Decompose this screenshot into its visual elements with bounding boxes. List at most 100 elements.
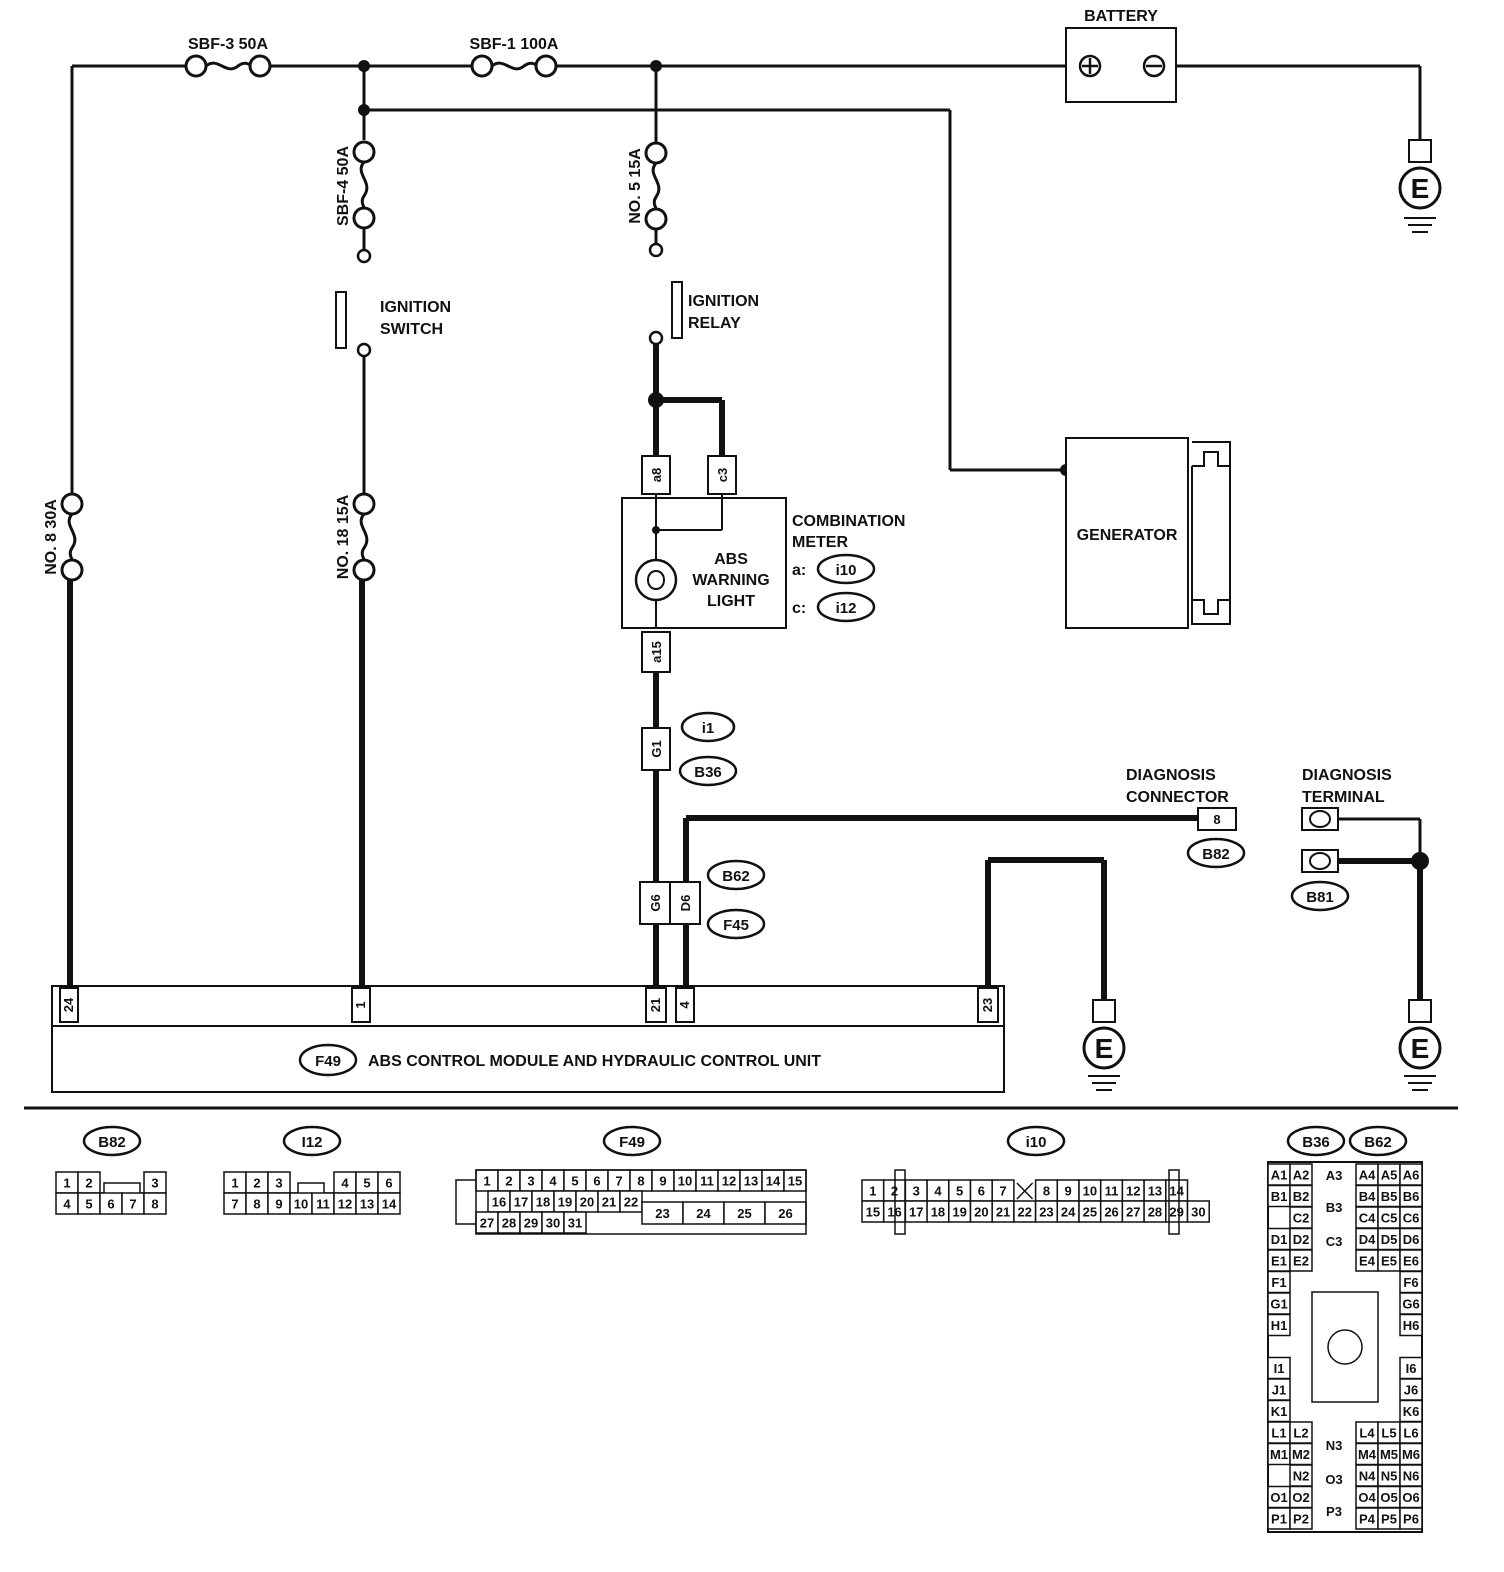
i10-pin-21-label: 21: [996, 1205, 1010, 1220]
b36-pin-e2-label: E2: [1293, 1254, 1309, 1269]
ground-battery: E: [1398, 139, 1442, 233]
ignition-relay-label-1: IGNITION: [688, 293, 759, 310]
connector-outline: [475, 1169, 807, 1235]
module-pin-1: 1: [353, 1001, 368, 1008]
fuse-sbf3-label: SBF-3 50A: [188, 36, 268, 53]
battery-label: BATTERY: [1084, 8, 1158, 25]
b36-pin-l1-label: L1: [1271, 1426, 1286, 1441]
harness-connector-g6-d6: G6 D6 B62 F45: [639, 859, 766, 940]
svg-text:a15: a15: [649, 641, 664, 663]
b36-pin-j6-label: J6: [1404, 1383, 1418, 1398]
b36-pin-b4-label: B4: [1359, 1189, 1376, 1204]
b36-pin-o6-label: O6: [1402, 1490, 1419, 1505]
connector-tag-i1: [680, 711, 736, 743]
b36-pin-g1-label: G1: [1270, 1297, 1287, 1312]
i10-pin-29-label: 29: [1169, 1205, 1183, 1220]
svg-text:B62: B62: [1364, 1134, 1392, 1151]
connector-tag-b81: [1290, 880, 1350, 912]
ignition-switch-label-1: IGNITION: [380, 299, 451, 316]
diagnosis-terminal: DIAGNOSIS TERMINAL B81: [1290, 767, 1420, 912]
ignition-switch: IGNITION SWITCH: [335, 291, 451, 358]
b36-pin-c4-label: C4: [1359, 1211, 1376, 1226]
b36-pin-b6-label: B6: [1403, 1189, 1420, 1204]
fuse-no5-label: NO. 5 15A: [627, 148, 644, 224]
fuse-sbf1-label: SBF-1 100A: [470, 36, 559, 53]
junction-dot: [358, 60, 370, 72]
b36-pin-c2-label: C2: [1293, 1211, 1310, 1226]
b36-pin-p6-label: P6: [1403, 1512, 1419, 1527]
b36-pin-o1-label: O1: [1270, 1490, 1287, 1505]
fuse-sbf4-label: SBF-4 50A: [335, 146, 352, 226]
combination-meter: a8 c3 ABS WARNING LIGHT COMBINATION METE…: [621, 455, 905, 673]
i12-pin-2-label: 2: [253, 1176, 260, 1191]
b36-pin-a5-label: A5: [1381, 1168, 1398, 1183]
f49-pin-3-label: 3: [527, 1174, 534, 1189]
f49-pin-29-label: 29: [524, 1216, 538, 1231]
abs-control-module: 24 1 21 4 23 F49 ABS CONTROL MODULE AND …: [51, 985, 1005, 1093]
b36-pin-c3-label: C3: [1326, 1234, 1343, 1249]
i12-pin-14-label: 14: [382, 1197, 397, 1212]
svg-text:i1: i1: [702, 720, 715, 737]
b36-pin-f6-label: F6: [1403, 1275, 1418, 1290]
b36-pin-e5-label: E5: [1381, 1254, 1397, 1269]
i12-pin-13-label: 13: [360, 1197, 374, 1212]
fuse-no18-label: NO. 18 15A: [335, 494, 352, 579]
b36-pin-p4-label: P4: [1359, 1512, 1376, 1527]
b82-pin-6-label: 6: [107, 1197, 114, 1212]
b36-pin-l6-label: L6: [1403, 1426, 1418, 1441]
svg-text:B82: B82: [98, 1134, 126, 1151]
f49-pin-20-label: 20: [580, 1195, 594, 1210]
b36-pin-k1-label: K1: [1271, 1404, 1288, 1419]
b36-pin-m2-label: M2: [1292, 1447, 1310, 1462]
ground-module: E: [1082, 999, 1126, 1091]
connector-pin-a15: [641, 631, 671, 673]
svg-text:D6: D6: [678, 895, 693, 912]
fuse-sbf1: SBF-1 100A: [470, 36, 559, 78]
b82-pin-1-label: 1: [63, 1176, 70, 1191]
svg-text:G6: G6: [648, 894, 663, 911]
b36-pin-o2-label: O2: [1292, 1490, 1309, 1505]
connector-key-notch: [290, 1182, 334, 1194]
f49-pin-2-label: 2: [505, 1174, 512, 1189]
i10-pin-23-label: 23: [1039, 1205, 1053, 1220]
svg-text:a8: a8: [649, 468, 664, 482]
b36-pin-i6-label: I6: [1406, 1361, 1417, 1376]
f49-pin-22-label: 22: [624, 1195, 638, 1210]
i10-pin-28-label: 28: [1148, 1205, 1162, 1220]
i12-pin-3-label: 3: [275, 1176, 282, 1191]
i10-pin-1-label: 1: [869, 1184, 876, 1199]
b36-pin-b1-label: B1: [1271, 1189, 1288, 1204]
diagnosis-terminal-label-2: TERMINAL: [1302, 789, 1385, 806]
f49-pin-19-label: 19: [558, 1195, 572, 1210]
f49-pin-28-label: 28: [502, 1216, 516, 1231]
b36-pin-o4-label: O4: [1358, 1490, 1376, 1505]
b36-pin-h1-label: H1: [1271, 1318, 1288, 1333]
i10-pin-30-label: 30: [1191, 1205, 1205, 1220]
b36-pin-p3-label: P3: [1326, 1504, 1342, 1519]
b82-pin-8: [143, 1192, 167, 1215]
i10-pin-22-label: 22: [1018, 1205, 1032, 1220]
f49-pin-31-label: 31: [568, 1216, 582, 1231]
i12-pin-11-label: 11: [316, 1197, 330, 1212]
abs-warning-light-label-1: ABS: [714, 551, 748, 568]
b36-pin-e2: [1289, 1249, 1313, 1272]
f49-pin-15-label: 15: [788, 1174, 802, 1189]
b36-pin-l2-label: L2: [1293, 1426, 1308, 1441]
f49-pin-7-label: 7: [615, 1174, 622, 1189]
i10-pin-27-label: 27: [1126, 1205, 1140, 1220]
svg-text:E: E: [1411, 1033, 1430, 1064]
b36-pin-d5-label: D5: [1381, 1232, 1398, 1247]
f49-pin-4-label: 4: [549, 1174, 557, 1189]
connector-key-notch: [100, 1182, 144, 1194]
abs-warning-lamp-icon: [634, 558, 678, 602]
f49-pin-8-label: 8: [637, 1174, 644, 1189]
connector-guide: [894, 1169, 906, 1235]
ignition-relay-label-2: RELAY: [688, 315, 741, 332]
generator-label: GENERATOR: [1077, 527, 1178, 544]
i10-pin-7-label: 7: [999, 1184, 1006, 1199]
b36-pin-h1: [1267, 1313, 1291, 1337]
